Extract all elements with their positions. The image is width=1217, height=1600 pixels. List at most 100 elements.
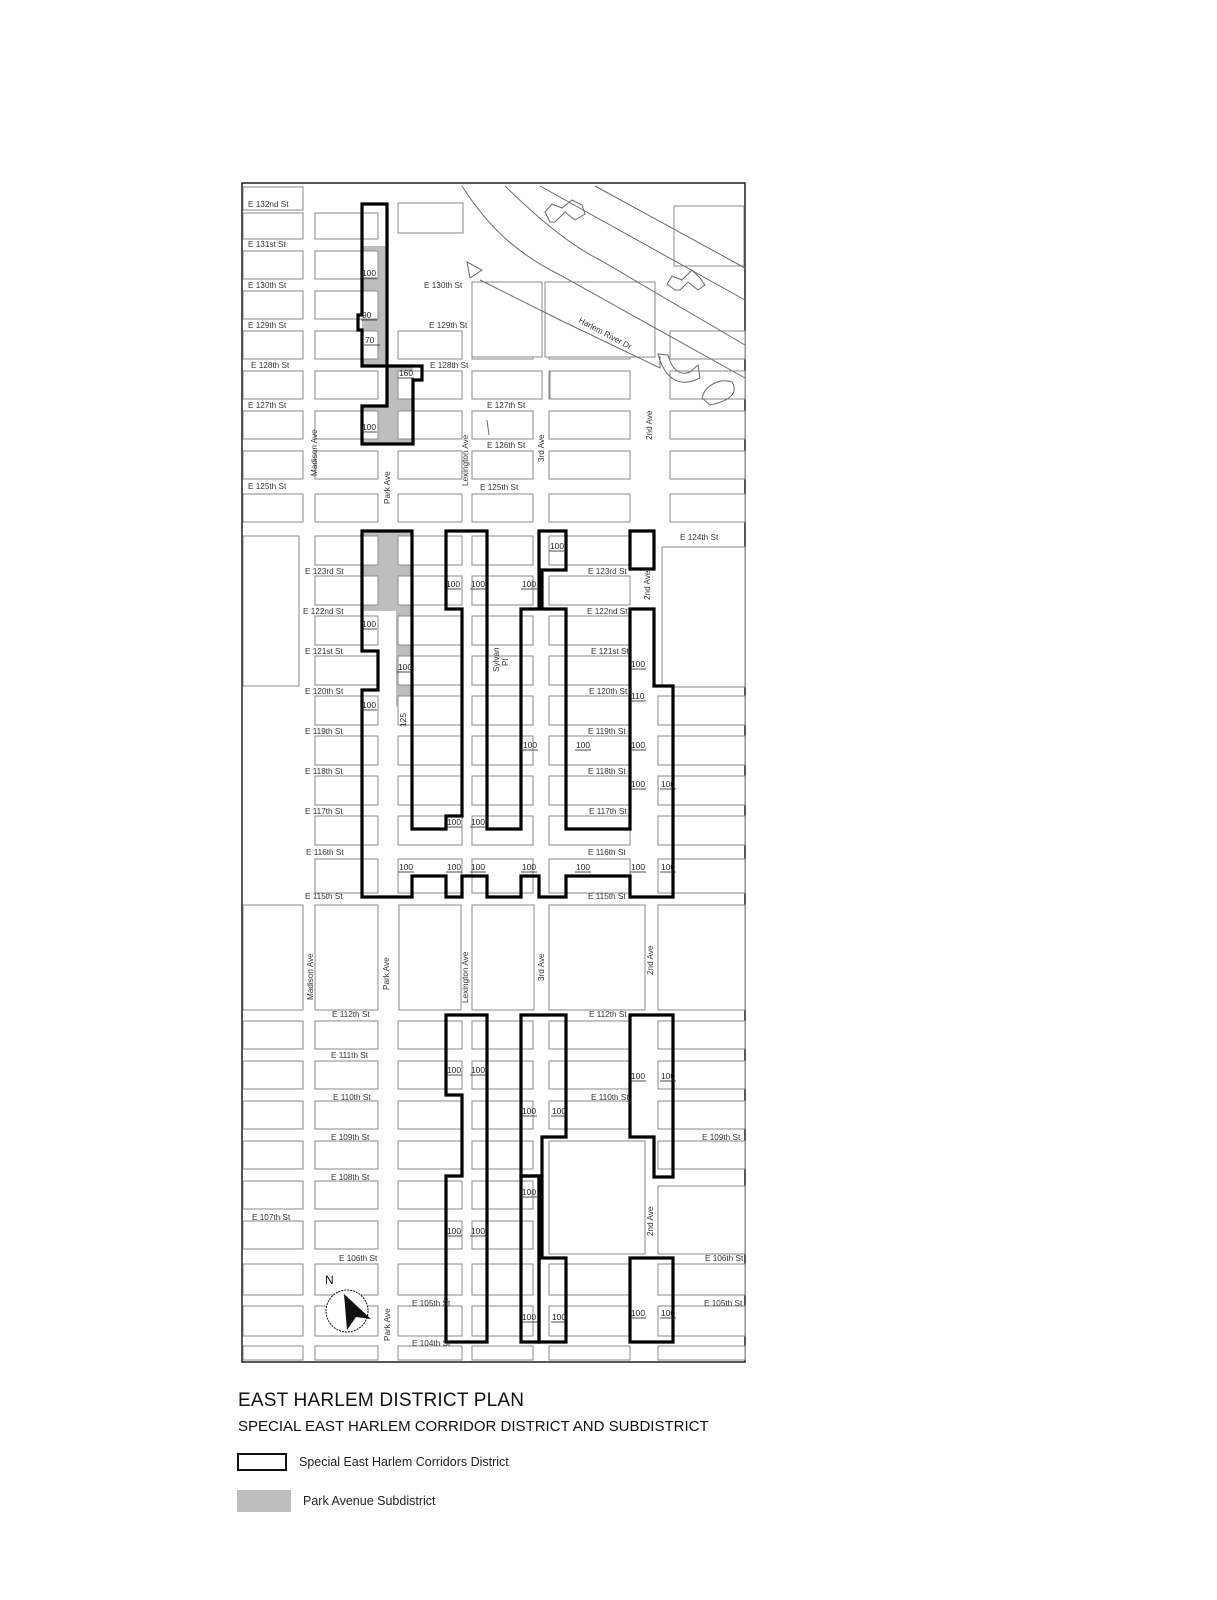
label-e118-west: E 118th St: [305, 767, 343, 776]
city-block: [242, 1020, 304, 1050]
label-park-mid: Park Ave: [382, 957, 391, 990]
depth-label: 100: [550, 541, 564, 551]
label-e132: E 132nd St: [248, 200, 289, 209]
city-block: [471, 493, 534, 523]
label-e116-west: E 116th St: [306, 848, 344, 857]
city-block: [397, 1180, 463, 1210]
corridors-district-outline: [356, 202, 675, 1344]
city-block: [471, 815, 534, 846]
depth-label: 100: [631, 862, 645, 872]
city-block: [397, 410, 463, 440]
city-block: [314, 904, 379, 1011]
city-block: [314, 212, 379, 240]
city-block: [397, 1305, 463, 1337]
city-block: [548, 695, 631, 726]
depth-label: 100: [447, 862, 461, 872]
city-block: [661, 546, 746, 688]
city-block: [314, 1100, 379, 1130]
label-e112-west: E 112th St: [332, 1010, 370, 1019]
label-e119-west: E 119th St: [305, 727, 343, 736]
label-e109-west: E 109th St: [331, 1133, 370, 1142]
label-e106-west: E 106th St: [339, 1254, 378, 1263]
label-e105-west: E 105th St: [412, 1299, 451, 1308]
city-block: [657, 1185, 746, 1255]
city-block: [314, 535, 379, 566]
depth-label: 100: [447, 1226, 461, 1236]
depth-label: 100: [471, 1065, 485, 1075]
city-block: [673, 205, 745, 267]
depth-label: 100: [661, 862, 675, 872]
depth-label: 100: [552, 1106, 566, 1116]
city-block: [397, 450, 463, 480]
city-block: [242, 535, 300, 687]
depth-label: 100: [631, 659, 645, 669]
depth-label: 100: [576, 862, 590, 872]
city-block: [657, 815, 746, 846]
city-block: [242, 1060, 304, 1090]
depth-label: 100: [362, 700, 376, 710]
city-block: [471, 535, 534, 566]
city-block: [548, 1020, 631, 1050]
label-e129-west: E 129th St: [248, 321, 287, 330]
city-block: [242, 1180, 304, 1210]
city-block: [548, 535, 631, 566]
city-block: [397, 330, 463, 360]
label-e117-west: E 117th St: [305, 807, 343, 816]
city-block: [242, 1100, 304, 1130]
label-sylvan-pl: Pl: [501, 659, 510, 666]
depth-label: 100: [522, 862, 536, 872]
legend-label-district: Special East Harlem Corridors District: [299, 1455, 509, 1469]
label-e131: E 131st St: [248, 240, 287, 249]
label-e125-west: E 125th St: [248, 482, 287, 491]
city-block: [314, 290, 379, 320]
depth-label: 100: [631, 779, 645, 789]
label-second-mid: 2nd Ave: [643, 570, 652, 600]
label-park-north: Park Ave: [383, 471, 392, 504]
label-e109-east: E 109th St: [702, 1133, 741, 1142]
depth-label: 100: [471, 579, 485, 589]
label-e121-east: E 121st St: [591, 647, 630, 656]
depth-label: 100: [661, 1071, 675, 1081]
city-block: [314, 1140, 379, 1170]
city-block: [471, 695, 534, 726]
city-block: [669, 450, 746, 480]
city-block: [548, 775, 631, 806]
city-block: [242, 290, 304, 320]
label-e128-west: E 128th St: [251, 361, 290, 370]
city-block: [397, 775, 463, 806]
city-block: [548, 1345, 631, 1361]
city-block: [314, 410, 379, 440]
label-e110-west: E 110th St: [333, 1093, 371, 1102]
label-lexington-north: Lexington Ave: [461, 434, 470, 486]
city-block: [657, 1140, 746, 1170]
city-block: [669, 410, 746, 440]
city-block: [471, 1100, 534, 1130]
city-block: [314, 1020, 379, 1050]
label-e120-west: E 120th St: [305, 687, 344, 696]
label-lexington-south: Lexington Ave: [461, 951, 470, 1003]
city-block: [242, 1220, 304, 1250]
city-block: [471, 655, 534, 686]
city-block: [314, 450, 379, 480]
label-e111: E 111th St: [331, 1051, 369, 1060]
city-block: [471, 775, 534, 806]
city-block: [669, 493, 746, 523]
city-block: [548, 575, 631, 606]
city-block: [471, 1020, 534, 1050]
city-block: [471, 1345, 534, 1361]
label-e123-west: E 123rd St: [305, 567, 344, 576]
depth-label: 160: [399, 368, 413, 378]
label-e108: E 108th St: [331, 1173, 370, 1182]
city-block: [657, 904, 746, 1011]
city-block: [471, 1180, 534, 1210]
depth-label: 100: [398, 662, 412, 672]
label-madison-north: Madison Ave: [310, 429, 319, 476]
city-block: [242, 186, 304, 211]
label-e128-east: E 128th St: [430, 361, 469, 370]
city-block: [471, 410, 534, 440]
depth-label: 100: [471, 817, 485, 827]
label-e129-east: E 129th St: [429, 321, 468, 330]
city-block: [657, 1020, 746, 1050]
depth-label: 100: [362, 619, 376, 629]
